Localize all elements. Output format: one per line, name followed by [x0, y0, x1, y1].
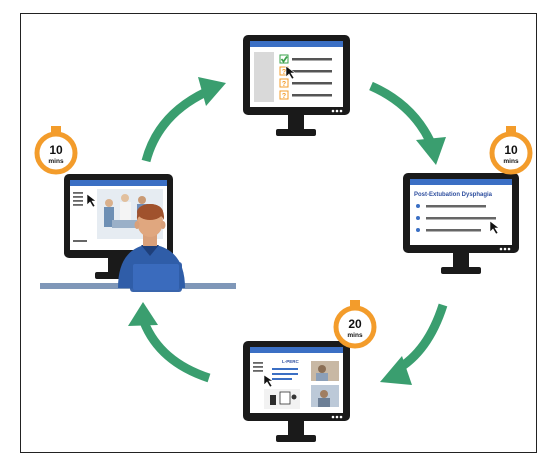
cycle-arrows — [128, 77, 448, 385]
cycle-arrow-icon — [369, 81, 446, 165]
timer-bottom-unit: mins — [347, 332, 363, 339]
cycle-arrow-icon — [380, 303, 448, 385]
timer-icon — [333, 300, 377, 349]
timer-left-unit: mins — [48, 158, 64, 165]
svg-text:?: ? — [282, 69, 286, 76]
monitor-top: ? ? ? — [243, 35, 350, 136]
cursor-icon — [263, 374, 274, 388]
timer-left: 10 mins — [34, 126, 78, 175]
cycle-arrow-icon — [141, 77, 226, 163]
checkbox-icon — [279, 54, 289, 64]
timer-top-right-value: 10 — [504, 143, 518, 157]
timer-top-right: 10 mins — [489, 126, 533, 175]
cursor-icon — [86, 193, 97, 208]
cursor-icon — [285, 65, 296, 80]
bottom-screen-title: L-PERC — [282, 359, 300, 364]
monitor-left — [40, 174, 236, 292]
timer-icon — [34, 126, 78, 175]
right-screen-title: Post-Extubation Dysphagia — [414, 192, 493, 198]
timer-bottom: 20 mins — [333, 300, 377, 349]
timer-icon — [489, 126, 533, 175]
monitor-bottom: L-PERC — [243, 341, 350, 442]
svg-text:?: ? — [282, 81, 286, 88]
monitor-right: Post-Extubation Dysphagia — [403, 173, 519, 274]
timer-top-right-unit: mins — [503, 158, 519, 165]
cursor-icon — [489, 220, 500, 235]
timer-left-value: 10 — [49, 143, 63, 157]
cycle-arrow-icon — [128, 302, 211, 383]
svg-text:?: ? — [282, 93, 286, 100]
timer-bottom-value: 20 — [348, 317, 362, 331]
